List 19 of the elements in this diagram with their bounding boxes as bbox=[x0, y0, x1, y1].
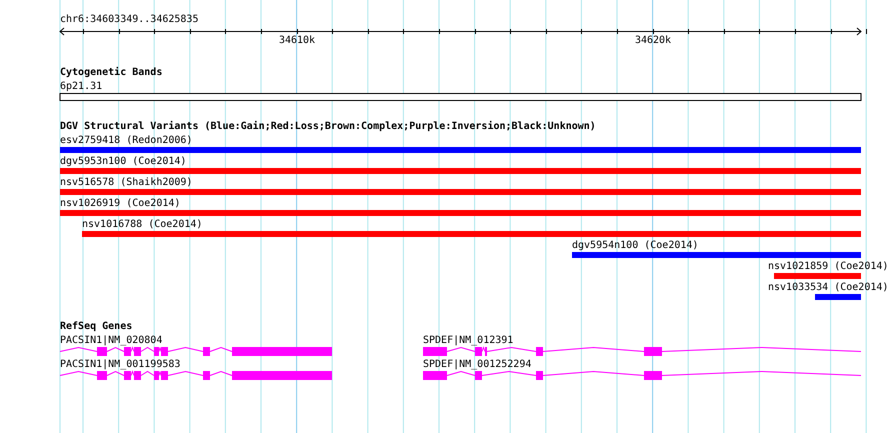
gene-label: PACSIN1|NM_020804 bbox=[60, 335, 162, 347]
coordinate-range: chr6:34603349..34625835 bbox=[60, 14, 198, 26]
tick-label: 34620k bbox=[634, 35, 672, 47]
variant-label: dgv5953n100 (Coe2014) bbox=[60, 156, 186, 168]
track-title: Cytogenetic Bands bbox=[60, 67, 162, 79]
variant-label: nsv1033534 (Coe2014) bbox=[768, 282, 888, 294]
tick-label: 34610k bbox=[278, 35, 316, 47]
gene-label: PACSIN1|NM_001199583 bbox=[60, 359, 180, 371]
variant-label: nsv1026919 (Coe2014) bbox=[60, 198, 180, 210]
band-label: 6p21.31 bbox=[60, 81, 102, 93]
gene-label: SPDEF|NM_012391 bbox=[423, 335, 514, 347]
track-title: DGV Structural Variants (Blue:Gain;Red:Loss;Brown:Complex;Purple:Inversion;Black:Unknown) bbox=[60, 121, 596, 133]
variant-label: nsv1016788 (Coe2014) bbox=[82, 219, 202, 231]
variant-label: dgv5954n100 (Coe2014) bbox=[572, 240, 698, 252]
gene-label: SPDEF|NM_001252294 bbox=[423, 359, 532, 371]
variant-label: nsv516578 (Shaikh2009) bbox=[60, 177, 192, 189]
track-title: RefSeq Genes bbox=[60, 321, 132, 333]
variant-label: nsv1021859 (Coe2014) bbox=[768, 261, 888, 273]
variant-label: esv2759418 (Redon2006) bbox=[60, 135, 192, 147]
